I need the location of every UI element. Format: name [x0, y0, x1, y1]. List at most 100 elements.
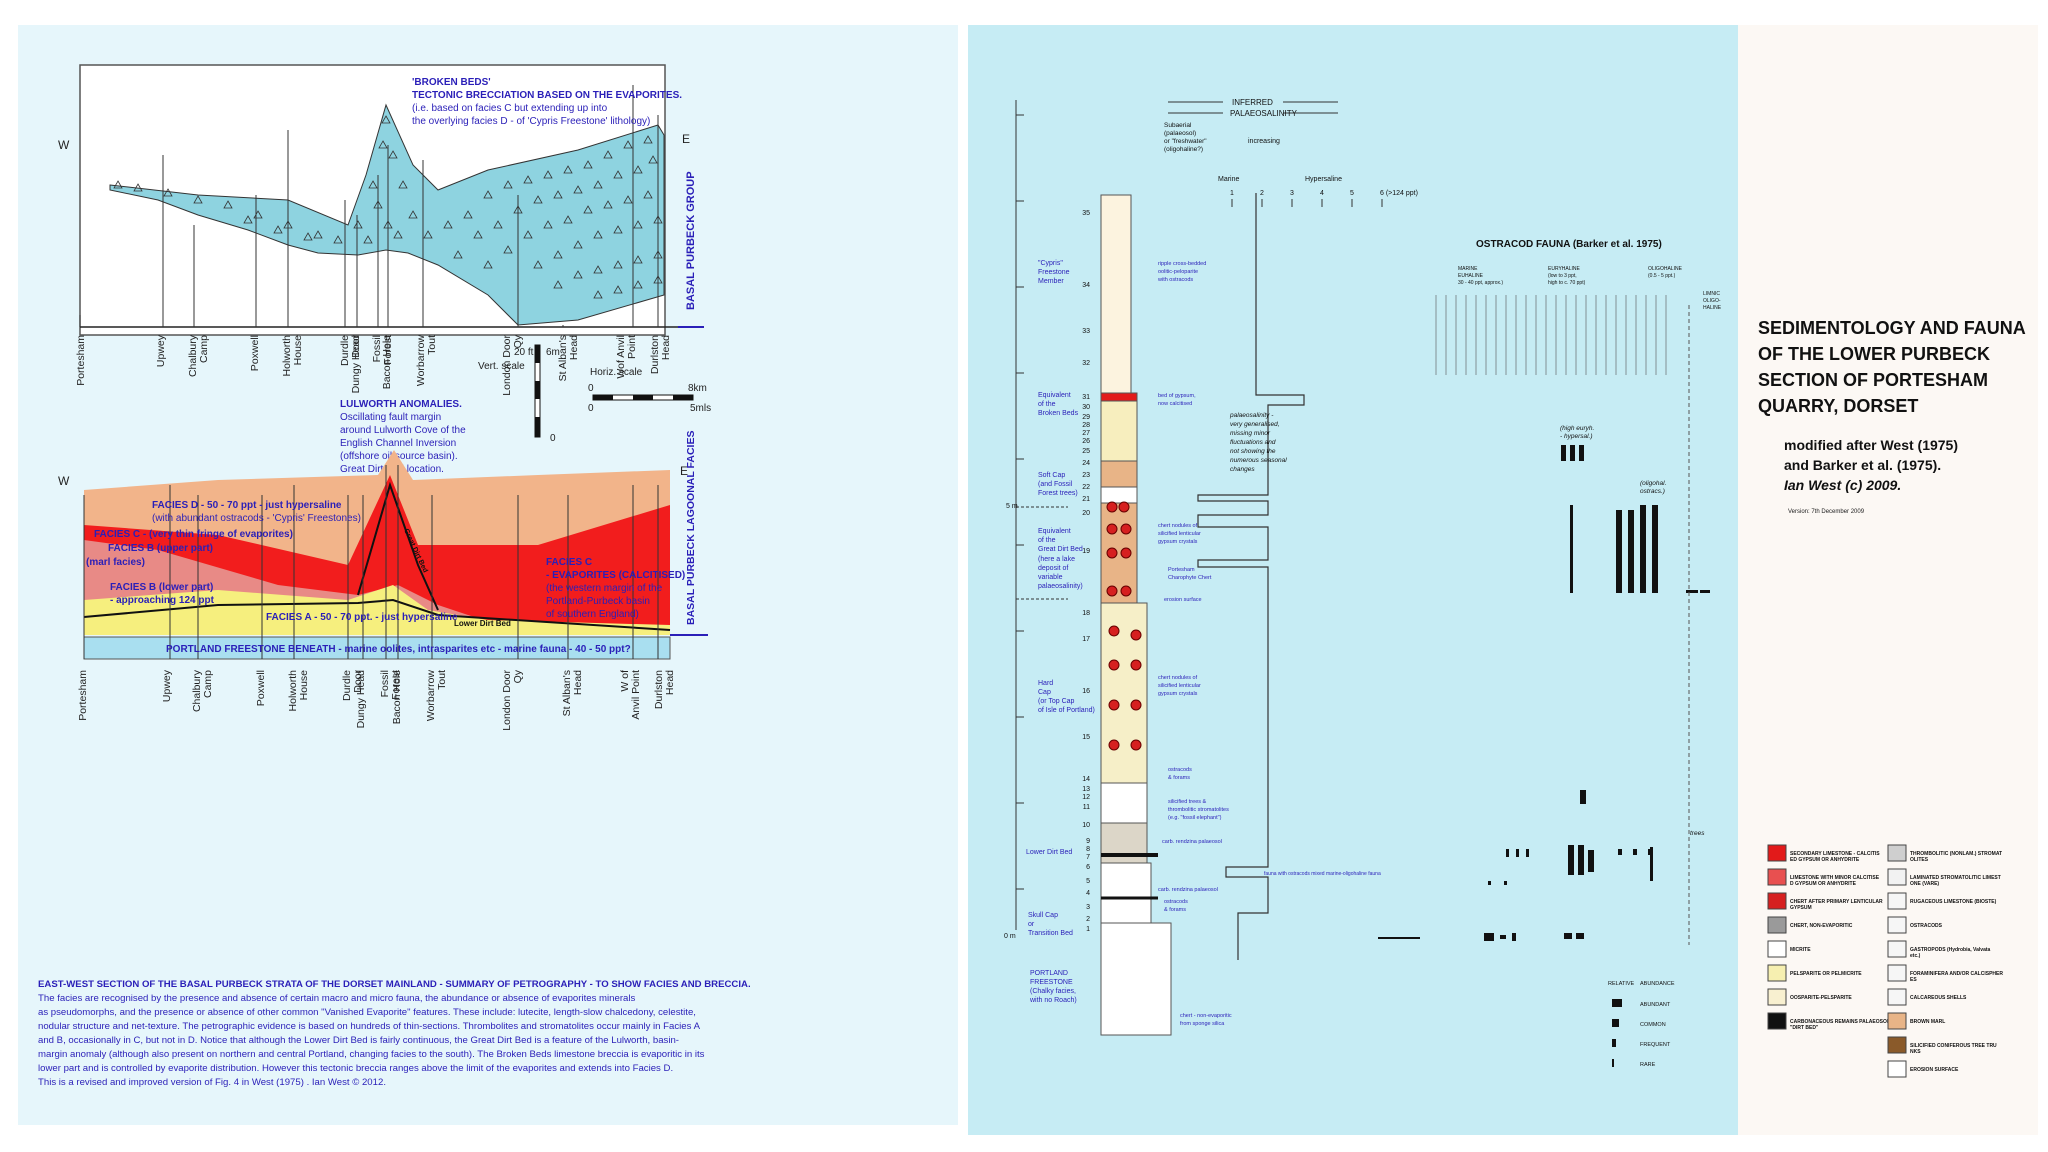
log-svg: 5 m 0 m 35343332313029282726252423222120…: [1004, 98, 1722, 1068]
svg-text:This is a revised and improve: This is a revised and improved version o…: [38, 1077, 386, 1088]
bed-number: 29: [1082, 414, 1090, 421]
locality-label: Door: [352, 670, 364, 693]
figure-caption: EAST-WEST SECTION OF THE BASAL PURBECK S…: [38, 979, 751, 1088]
ostracod-abundance-bars: [1378, 445, 1710, 941]
legend-label: BROWN MARL: [1910, 1019, 1945, 1025]
bed-note: chert - non-evaporitic: [1180, 1013, 1232, 1019]
legend: SECONDARY LIMESTONE - CALCITISED GYPSUM …: [1767, 844, 2003, 1078]
figure-credits: modified after West (1975) and Barker et…: [1784, 437, 1959, 493]
svg-text:as pseudomorphs, and the prese: as pseudomorphs, and the presence or abs…: [38, 1007, 696, 1018]
bed-note: & forams: [1164, 907, 1186, 913]
facies-a-band: [84, 585, 670, 635]
breccia-clast: [503, 180, 513, 189]
unit-label: "Cypris": [1038, 260, 1063, 267]
lower-west-label: W: [58, 474, 70, 488]
bed-note: silicified trees &: [1168, 799, 1207, 805]
bed-note: erosion surface: [1164, 597, 1202, 603]
locality-label: W of: [619, 670, 631, 692]
locality-label: Holworth: [287, 670, 299, 712]
unit-label: Skull Cap: [1028, 912, 1058, 919]
svg-text:0 m: 0 m: [1004, 933, 1016, 940]
breccia-clast: [633, 255, 643, 264]
legend-swatch: [1887, 988, 1907, 1006]
legend-label: ES: [1910, 977, 1917, 983]
trees-label: trees: [1690, 830, 1705, 837]
svg-text:and B, occasionally in C, but: and B, occasionally in C, but not in D. …: [38, 1035, 679, 1046]
breccia-clast: [463, 210, 473, 219]
bed-number: 22: [1082, 484, 1090, 491]
locality-label: Holworth: [281, 335, 293, 377]
svg-text:Lower Dirt Bed: Lower Dirt Bed: [454, 619, 511, 628]
breccia-clast: [368, 180, 378, 189]
locality-label: Upwey: [161, 669, 173, 702]
vertical-scale: 20 ft 6m Vert. scale 0: [478, 344, 560, 444]
unit-label: (and Fossil: [1038, 481, 1073, 488]
bed-note: silicified lenticular: [1158, 531, 1201, 537]
legend-swatch: [1767, 988, 1787, 1006]
breccia-clast: [273, 225, 283, 234]
legend-label: CHERT, NON-EVAPORITIC: [1790, 923, 1853, 929]
unit-label: (here a lake: [1038, 556, 1075, 563]
legend-label: CARBONACEOUS REMAINS PALAEOSOL: [1790, 1019, 1890, 1025]
legend-label: PELSPARITE OR PELMICRITE: [1790, 971, 1862, 977]
svg-text:margin anomaly (although also: margin anomaly (although also present on…: [38, 1049, 705, 1060]
svg-text:8km: 8km: [688, 383, 707, 394]
bed-note: Portesham: [1168, 567, 1195, 573]
bed-number: 18: [1082, 610, 1090, 617]
breccia-clast: [553, 250, 563, 259]
bed-number: 33: [1082, 328, 1090, 335]
legend-swatch: [1887, 1012, 1907, 1030]
bed-note: ripple cross-bedded: [1158, 261, 1206, 267]
locality-label: Head: [568, 335, 580, 360]
legend-swatch: [1887, 940, 1907, 958]
svg-text:EAST-WEST SECTION OF THE BASAL: EAST-WEST SECTION OF THE BASAL PURBECK S…: [38, 979, 751, 990]
locality-label: Forest: [382, 335, 394, 365]
bed-number: 6: [1086, 864, 1090, 871]
bed-number: 16: [1082, 688, 1090, 695]
unit-label: Forest trees): [1038, 490, 1078, 497]
bed-number: 30: [1082, 404, 1090, 411]
svg-text:BASAL PURBECK LAGOONAL FACIES: BASAL PURBECK LAGOONAL FACIES: [685, 431, 697, 625]
bed-note: now calcitised: [1158, 401, 1192, 407]
locality-label: Durdle: [341, 670, 353, 701]
lithology-column: [1100, 194, 1172, 1036]
unit-label: Equivalent: [1038, 528, 1071, 535]
bed-note: ostracods: [1164, 899, 1188, 905]
breccia-clast: [423, 230, 433, 239]
locality-label: Dungy Head: [350, 335, 362, 394]
locality-label: Bacon Hole: [381, 335, 393, 389]
legend-swatch: [1767, 916, 1787, 934]
locality-label: London Door: [501, 670, 513, 731]
bed-number: 34: [1082, 282, 1090, 289]
bed-numbers: 3534333231302928272625242322212019181716…: [1082, 210, 1090, 933]
breccia-clast: [523, 175, 533, 184]
svg-text:or "freshwater": or "freshwater": [1164, 138, 1207, 145]
breccia-clast: [583, 205, 593, 214]
breccia-clast: [563, 165, 573, 174]
horizontal-scale: Horiz. scale 0 8km 0 5mls: [588, 367, 711, 414]
bed-number: 13: [1082, 786, 1090, 793]
ostracod-species-columns: [1435, 295, 1667, 375]
bed-number: 11: [1083, 804, 1090, 811]
svg-text:(i.e. based on facies C but ex: (i.e. based on facies C but extending up…: [412, 103, 608, 114]
breccia-clast: [388, 150, 398, 159]
breccia-clast: [473, 230, 483, 239]
locality-label: Durdle: [339, 335, 351, 366]
breccia-clast: [633, 220, 643, 229]
breccia-clast: [453, 250, 463, 259]
salinity-tick-label: 4: [1320, 190, 1324, 197]
locality-label: Head: [572, 670, 584, 695]
legend-swatch: [1767, 964, 1787, 982]
bed-note: gypsum crystals: [1158, 691, 1198, 697]
svg-text:English Channel Inversion: English Channel Inversion: [340, 438, 456, 449]
legend-swatch: [1887, 844, 1907, 862]
svg-text:Vert. scale: Vert. scale: [478, 361, 525, 372]
bed-note: oolitic-peloparite: [1158, 269, 1198, 275]
svg-text:fluctuations and: fluctuations and: [1230, 439, 1276, 446]
breccia-clast: [443, 220, 453, 229]
legend-swatch: [1887, 964, 1907, 982]
legend-label: GYPSUM: [1790, 905, 1812, 911]
bed-note: (e.g. "fossil elephant"): [1168, 815, 1222, 821]
chert-nodule: [1108, 739, 1120, 751]
legend-label: CHERT AFTER PRIMARY LENTICULAR: [1790, 899, 1883, 905]
